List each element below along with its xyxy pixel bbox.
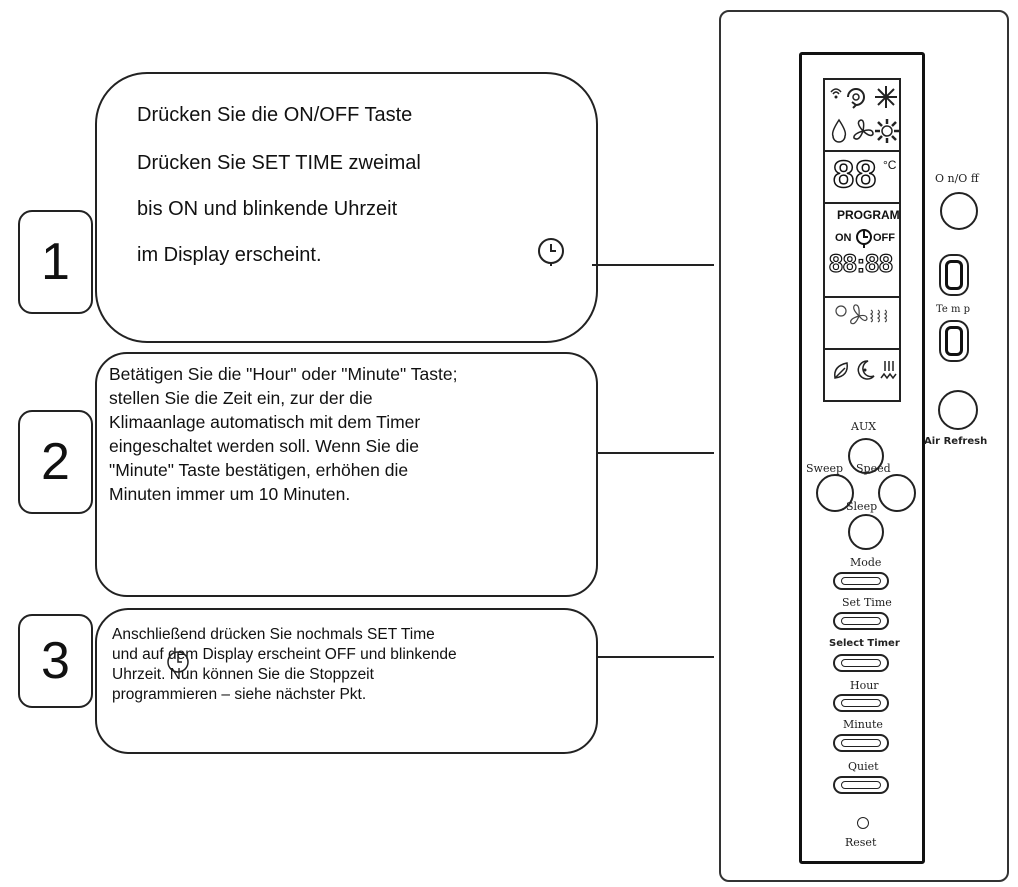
sweep-button[interactable] bbox=[816, 474, 854, 512]
sleep-button[interactable] bbox=[848, 514, 884, 550]
aux-button[interactable] bbox=[848, 438, 884, 474]
heat-mode-icon bbox=[875, 119, 899, 143]
select-timer-label: Select Timer bbox=[829, 638, 900, 649]
step-1-line-2: Drücken Sie SET TIME zweimal bbox=[137, 152, 421, 174]
fan-speed-icon bbox=[835, 304, 888, 325]
air-refresh-button[interactable] bbox=[938, 390, 978, 430]
speed-button[interactable] bbox=[878, 474, 916, 512]
step-3-line-4: programmieren – siehe nächster Pkt. bbox=[112, 686, 367, 703]
temp-up-button[interactable] bbox=[939, 254, 969, 296]
reset-label: Reset bbox=[845, 836, 877, 849]
lcd-on-label: ON bbox=[835, 232, 852, 244]
step-1-callout: Drücken Sie die ON/OFF Taste Drücken Sie… bbox=[95, 72, 598, 343]
auto-mode-icon bbox=[847, 88, 865, 109]
on-off-label: O n/O ff bbox=[935, 172, 979, 185]
lcd-program-label: PROGRAM bbox=[837, 208, 900, 222]
step-2-callout: Betätigen Sie die "Hour" oder "Minute" T… bbox=[95, 352, 598, 597]
step-3-callout: Anschließend drücken Sie nochmals SET Ti… bbox=[95, 608, 598, 754]
heater-icon bbox=[880, 361, 897, 380]
lcd-time-digits: 88:88 bbox=[828, 249, 893, 278]
step-1-number: 1 bbox=[18, 210, 93, 314]
set-time-button[interactable] bbox=[833, 612, 889, 630]
air-refresh-icon bbox=[834, 362, 848, 379]
step-2-connector bbox=[598, 452, 714, 454]
lcd-temp-digits: 88 bbox=[832, 153, 878, 197]
sleep-icon bbox=[857, 360, 875, 380]
select-timer-button[interactable] bbox=[833, 654, 889, 672]
step-3-number: 3 bbox=[18, 614, 93, 708]
reset-button[interactable] bbox=[857, 817, 869, 829]
step-2-line-6: Minuten immer um 10 Minuten. bbox=[109, 484, 351, 504]
speed-label: Speed bbox=[856, 462, 891, 475]
sleep-label: Sleep bbox=[846, 500, 878, 513]
hour-button[interactable] bbox=[833, 694, 889, 712]
step-1-line-1: Drücken Sie die ON/OFF Taste bbox=[137, 104, 413, 126]
step-2-line-2: stellen Sie die Zeit ein, zur der die bbox=[109, 388, 373, 408]
step-1-line-4: im Display erscheint. bbox=[137, 244, 322, 266]
step-1-connector bbox=[592, 264, 714, 266]
quiet-button[interactable] bbox=[833, 776, 889, 794]
temp-label: Te m p bbox=[936, 304, 971, 315]
quiet-label: Quiet bbox=[848, 760, 879, 773]
set-time-label: Set Time bbox=[842, 596, 892, 609]
step-2-number-text: 2 bbox=[41, 433, 70, 491]
step-2-line-3: Klimaanlage automatisch mit dem Timer bbox=[109, 412, 421, 432]
minute-label: Minute bbox=[843, 718, 883, 731]
step-3-line-1: Anschließend drücken Sie nochmals SET Ti… bbox=[112, 626, 435, 643]
cool-mode-icon bbox=[875, 86, 897, 108]
on-off-button[interactable] bbox=[940, 192, 978, 230]
step-1-number-text: 1 bbox=[41, 233, 70, 291]
step-2-line-5: "Minute" Taste bestätigen, erhöhen die bbox=[109, 460, 409, 480]
clock-icon bbox=[538, 238, 564, 266]
clock-icon bbox=[167, 651, 189, 673]
timer-clock-icon bbox=[856, 229, 872, 248]
dry-mode-icon bbox=[831, 118, 847, 143]
aux-label: AUX bbox=[851, 420, 877, 433]
minute-button[interactable] bbox=[833, 734, 889, 752]
sweep-label: Sweep bbox=[806, 462, 844, 475]
signal-icon bbox=[830, 88, 842, 99]
temp-down-button[interactable] bbox=[939, 320, 969, 362]
lcd-display: 88 °C PROGRAM ON OFF 88:88 bbox=[823, 78, 901, 402]
air-refresh-label: Air Refresh bbox=[924, 436, 988, 447]
step-1-line-3: bis ON und blinkende Uhrzeit bbox=[137, 198, 398, 220]
fan-mode-icon bbox=[853, 119, 874, 140]
mode-button[interactable] bbox=[833, 572, 889, 590]
step-2-line-4: eingeschaltet werden soll. Wenn Sie die bbox=[109, 436, 420, 456]
step-3-line-3: Uhrzeit. Nun können Sie die Stoppzeit bbox=[112, 666, 374, 683]
hour-label: Hour bbox=[850, 679, 879, 692]
step-3-line-2: und auf dem Display erscheint OFF und bl… bbox=[112, 646, 457, 663]
lcd-off-label: OFF bbox=[873, 232, 895, 244]
step-3-connector bbox=[598, 656, 714, 658]
lcd-temp-unit: °C bbox=[883, 158, 897, 172]
step-2-number: 2 bbox=[18, 410, 93, 514]
step-2-line-1: Betätigen Sie die "Hour" oder "Minute" T… bbox=[109, 364, 458, 384]
mode-label: Mode bbox=[850, 556, 882, 569]
step-3-number-text: 3 bbox=[41, 632, 70, 690]
